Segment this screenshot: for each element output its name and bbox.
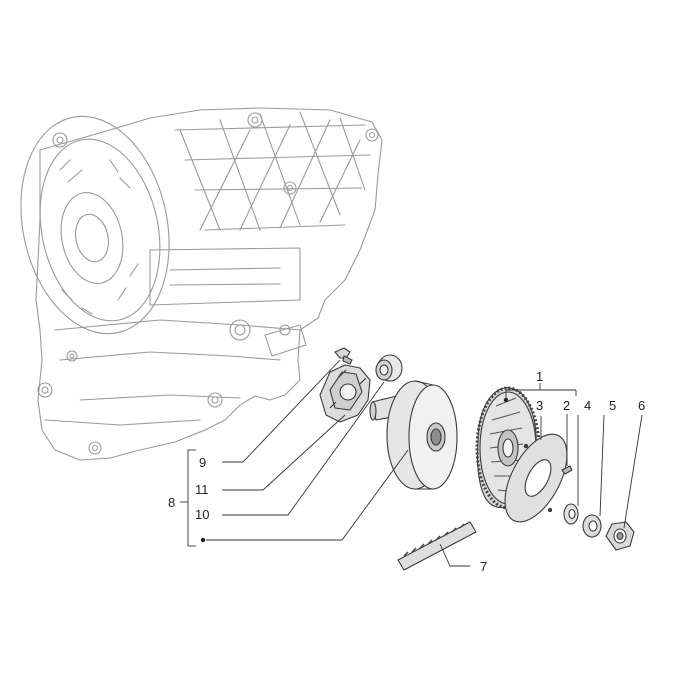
callout-5: 5 [609,398,616,413]
part-3-plate [504,433,568,523]
part-11-ramp-plate [319,364,371,423]
callout-6: 6 [638,398,645,413]
variator-pulley [386,380,458,490]
callout-10: 10 [195,507,209,522]
callout-8: 8 [168,495,175,510]
callout-2: 2 [563,398,570,413]
part-2-pin [561,465,573,475]
part-4-washer [563,503,579,525]
callout-4: 4 [584,398,591,413]
callout-3: 3 [536,398,543,413]
part-6-nut [605,521,635,551]
callout-labels: 1 2 3 4 5 6 7 8 9 11 10 [168,369,645,574]
callout-11: 11 [195,482,209,497]
part-10-roller [375,354,403,382]
crankcase-housing [20,107,383,461]
part-9-clip [334,347,353,365]
part-5-washer [582,514,602,538]
leader-dots [200,397,509,543]
leader-lines [180,359,643,567]
part-7-rack [397,521,477,571]
callout-7: 7 [480,559,487,574]
callout-1: 1 [536,369,543,384]
callout-9: 9 [199,455,206,470]
